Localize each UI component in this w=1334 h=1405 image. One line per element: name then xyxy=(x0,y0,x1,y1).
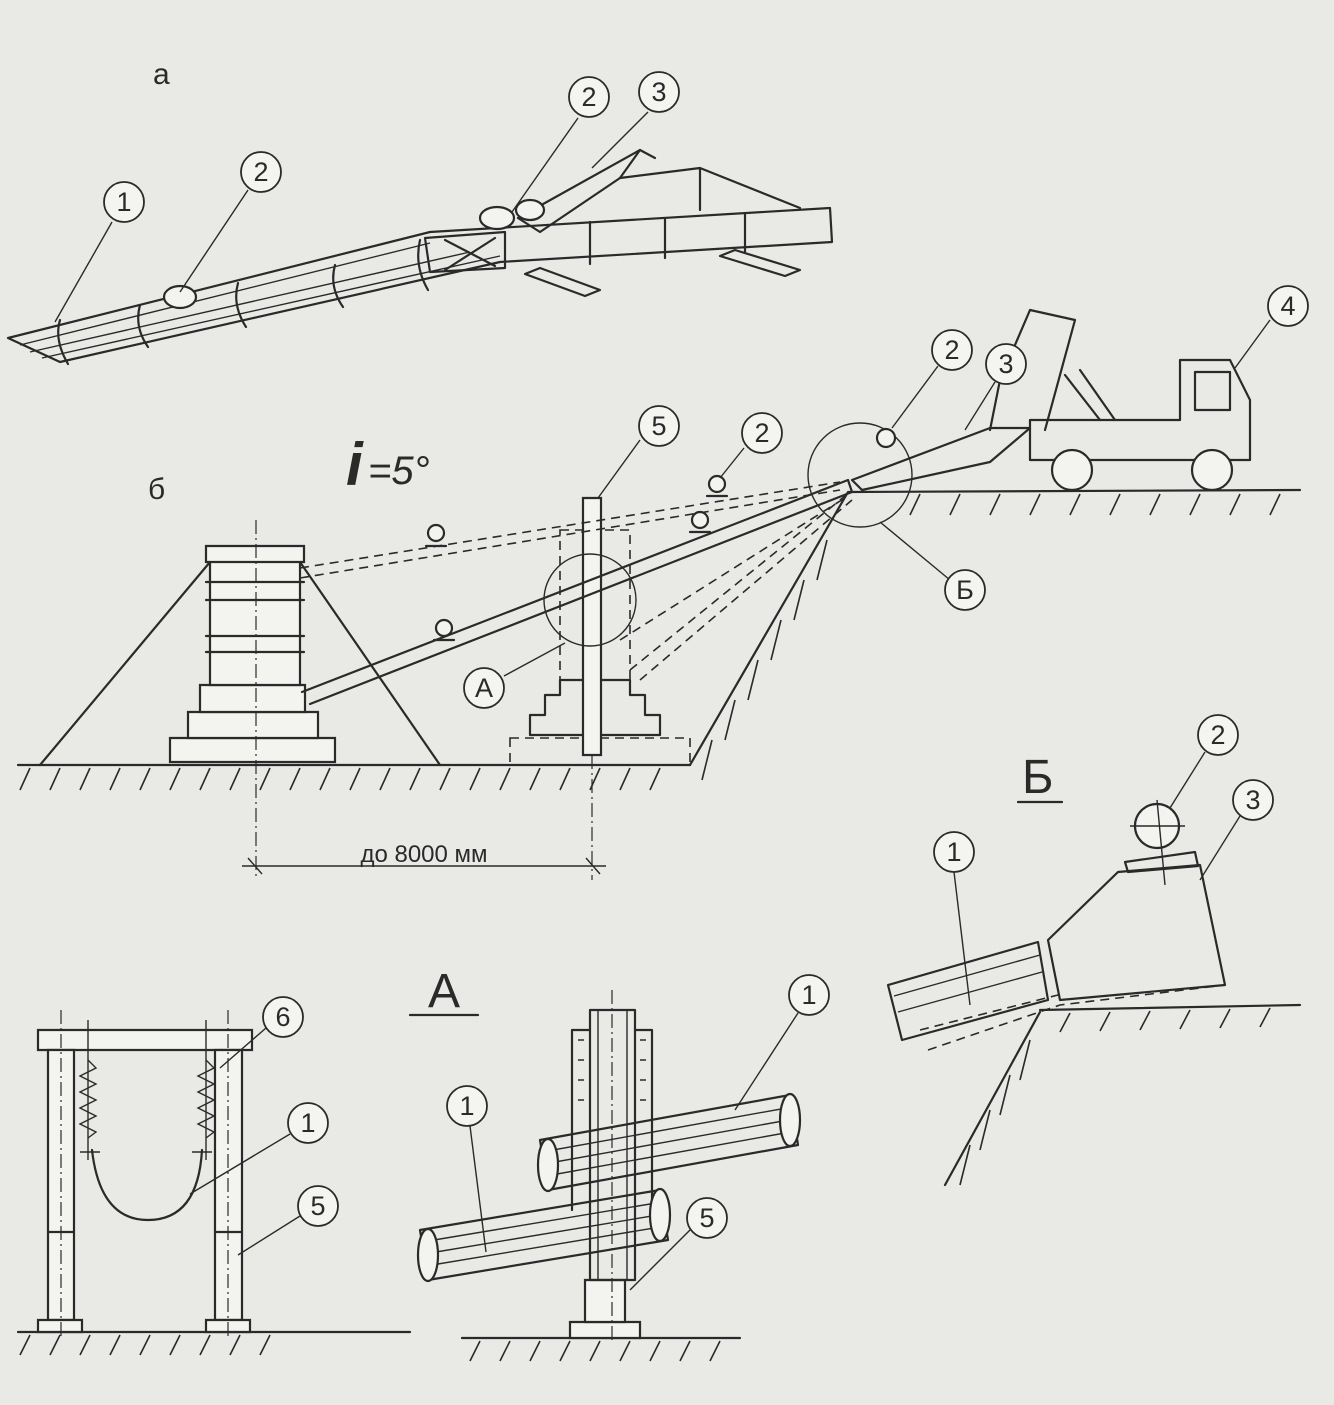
roller-supports xyxy=(424,474,729,642)
view-a-pipe-bundle: а xyxy=(6,58,834,366)
callout-B: Б xyxy=(944,569,986,611)
dimension-label: до 8000 мм xyxy=(360,841,487,868)
svg-text:1: 1 xyxy=(116,187,131,217)
callout-5: 5 xyxy=(297,1185,339,1227)
svg-text:3: 3 xyxy=(1245,785,1260,815)
callout-1: 1 xyxy=(788,974,830,1016)
svg-text:4: 4 xyxy=(1280,291,1295,321)
svg-text:2: 2 xyxy=(581,82,596,112)
svg-text:1: 1 xyxy=(801,980,816,1010)
slope-value: =5° xyxy=(368,449,430,493)
callout-2: 2 xyxy=(741,412,783,454)
callout-2: 2 xyxy=(931,329,973,371)
callout-3: 3 xyxy=(638,71,680,113)
callout-5: 5 xyxy=(686,1197,728,1239)
callout-4: 4 xyxy=(1267,285,1309,327)
svg-text:2: 2 xyxy=(754,418,769,448)
callout-A: А xyxy=(463,667,505,709)
detail-support-frame xyxy=(16,1010,412,1356)
callout-2: 2 xyxy=(1197,714,1239,756)
callout-3: 3 xyxy=(1232,779,1274,821)
view-a-callouts: 1 2 2 3 xyxy=(103,71,680,223)
svg-text:5: 5 xyxy=(310,1191,325,1221)
detail-b-title: Б xyxy=(1022,751,1054,804)
svg-text:3: 3 xyxy=(651,77,666,107)
detail-a-callouts: 1 1 5 xyxy=(446,974,830,1291)
callout-1: 1 xyxy=(933,831,975,873)
view-b-installation: б i =5° xyxy=(16,308,1302,880)
callout-3: 3 xyxy=(985,343,1027,385)
svg-text:5: 5 xyxy=(699,1203,714,1233)
frame-callouts: 6 1 5 xyxy=(189,996,339,1256)
svg-text:1: 1 xyxy=(459,1091,474,1121)
view-b-label: б xyxy=(148,473,165,506)
svg-text:3: 3 xyxy=(998,349,1013,379)
detail-a-title: А xyxy=(428,965,460,1018)
svg-text:5: 5 xyxy=(651,411,666,441)
detail-a: А xyxy=(408,965,802,1362)
detail-b-callouts: 1 2 3 xyxy=(933,714,1274,1006)
ground-hatching xyxy=(19,493,1281,791)
svg-text:Б: Б xyxy=(956,575,974,605)
callout-1: 1 xyxy=(103,181,145,223)
callout-5: 5 xyxy=(638,405,680,447)
slope-symbol: i xyxy=(346,431,364,498)
callout-1: 1 xyxy=(287,1102,329,1144)
callout-2: 2 xyxy=(568,76,610,118)
svg-text:6: 6 xyxy=(275,1002,290,1032)
svg-text:2: 2 xyxy=(1210,720,1225,750)
view-a-label: а xyxy=(153,58,170,91)
svg-text:2: 2 xyxy=(944,335,959,365)
callout-6: 6 xyxy=(262,996,304,1038)
callout-2: 2 xyxy=(240,151,282,193)
view-b-callouts: 5 2 2 3 4 А Б xyxy=(463,285,1309,709)
svg-text:1: 1 xyxy=(300,1108,315,1138)
detail-b: Б xyxy=(886,751,1302,1187)
svg-text:1: 1 xyxy=(946,837,961,867)
svg-text:2: 2 xyxy=(253,157,268,187)
callout-1: 1 xyxy=(446,1085,488,1127)
svg-text:А: А xyxy=(475,673,493,703)
